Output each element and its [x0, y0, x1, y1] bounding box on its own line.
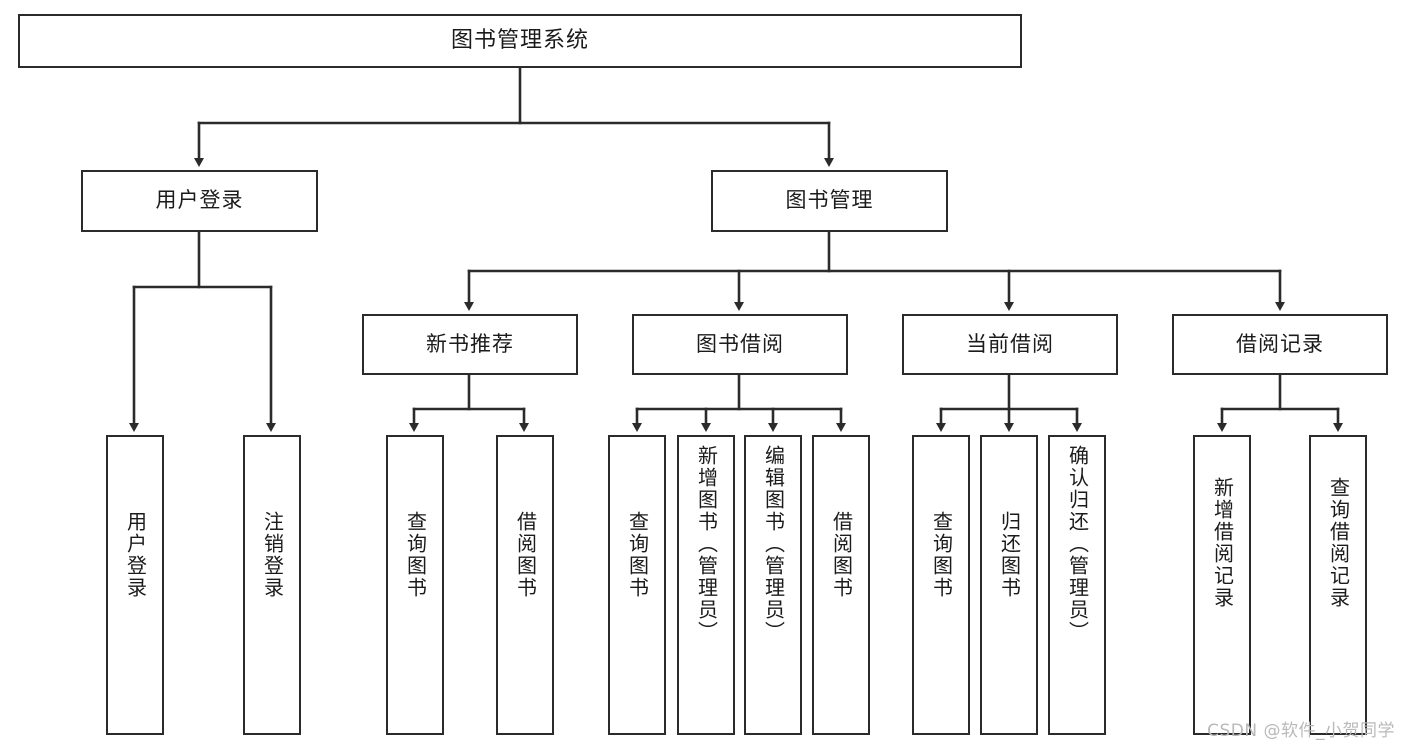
node-leaf-bb-edit[interactable]: 编辑图书（管理员） — [744, 435, 802, 735]
node-leaf-cb-return[interactable]: 归还图书 — [980, 435, 1038, 735]
node-leaf-br-query[interactable]: 查询借阅记录 — [1309, 435, 1367, 735]
node-root-label: 图书管理系统 — [450, 27, 589, 53]
node-leaf-br-add[interactable]: 新增借阅记录 — [1193, 435, 1251, 735]
node-leaf-nbr-borrow[interactable]: 借阅图书 — [496, 435, 554, 735]
node-leaf-user-logout[interactable]: 注销登录 — [243, 435, 301, 735]
node-leaf-bb-add-label: 新增图书（管理员） — [694, 445, 719, 643]
node-leaf-user-login[interactable]: 用户登录 — [106, 435, 164, 735]
node-leaf-nbr-borrow-label: 借阅图书 — [513, 511, 538, 599]
node-book-borrow-label: 图书借阅 — [696, 331, 784, 356]
node-current-borrow[interactable]: 当前借阅 — [902, 314, 1118, 375]
node-root[interactable]: 图书管理系统 — [18, 14, 1022, 68]
node-user-login-label: 用户登录 — [155, 188, 244, 213]
node-leaf-bb-query-label: 查询图书 — [625, 511, 650, 599]
node-leaf-bb-query[interactable]: 查询图书 — [608, 435, 666, 735]
node-leaf-cb-confirm-label: 确认归还（管理员） — [1065, 445, 1090, 643]
node-borrow-record-label: 借阅记录 — [1236, 331, 1324, 356]
node-leaf-br-add-label: 新增借阅记录 — [1210, 477, 1235, 609]
node-leaf-nbr-query[interactable]: 查询图书 — [386, 435, 444, 735]
node-leaf-bb-edit-label: 编辑图书（管理员） — [761, 445, 786, 643]
node-borrow-record[interactable]: 借阅记录 — [1172, 314, 1388, 375]
node-leaf-cb-confirm[interactable]: 确认归还（管理员） — [1048, 435, 1106, 735]
node-current-borrow-label: 当前借阅 — [966, 331, 1054, 356]
node-new-book-rec-label: 新书推荐 — [426, 331, 514, 356]
node-leaf-cb-query[interactable]: 查询图书 — [912, 435, 970, 735]
node-user-login[interactable]: 用户登录 — [81, 170, 318, 232]
node-leaf-nbr-query-label: 查询图书 — [403, 511, 428, 599]
node-leaf-cb-return-label: 归还图书 — [997, 511, 1022, 599]
node-leaf-bb-borrow[interactable]: 借阅图书 — [812, 435, 870, 735]
node-leaf-bb-borrow-label: 借阅图书 — [829, 511, 854, 599]
node-leaf-user-login-label: 用户登录 — [123, 511, 148, 599]
node-book-borrow[interactable]: 图书借阅 — [632, 314, 848, 375]
node-leaf-user-logout-label: 注销登录 — [260, 511, 285, 599]
node-leaf-cb-query-label: 查询图书 — [929, 511, 954, 599]
node-book-manage-label: 图书管理 — [785, 188, 874, 213]
node-leaf-bb-add[interactable]: 新增图书（管理员） — [677, 435, 735, 735]
node-book-manage[interactable]: 图书管理 — [711, 170, 948, 232]
node-new-book-rec[interactable]: 新书推荐 — [362, 314, 578, 375]
node-leaf-br-query-label: 查询借阅记录 — [1326, 477, 1351, 609]
